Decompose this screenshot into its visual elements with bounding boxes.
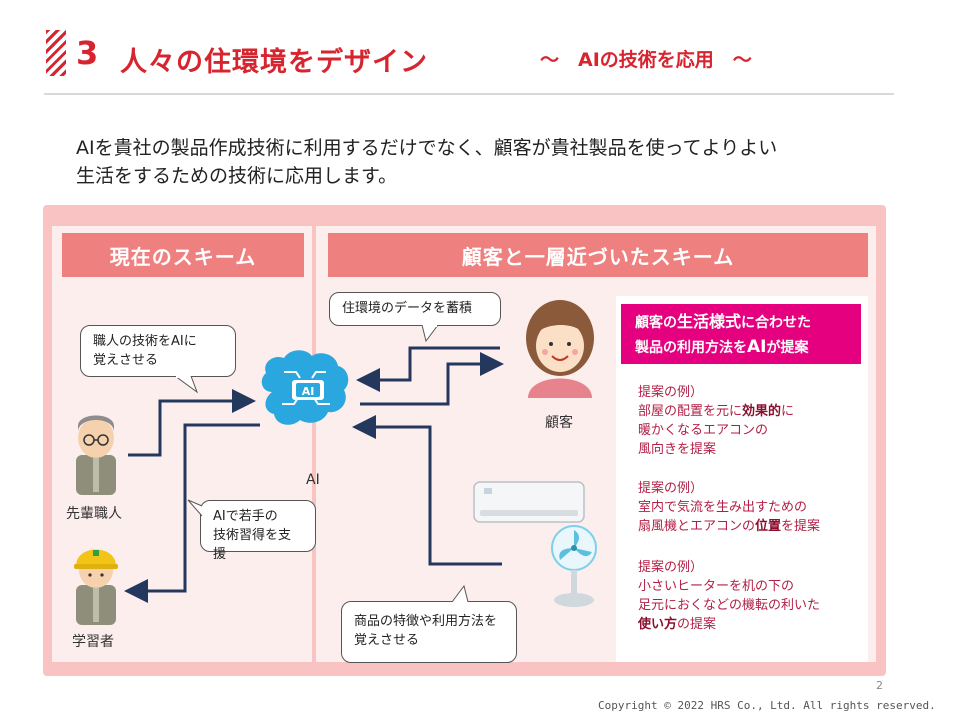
customer-label: 顧客 xyxy=(545,415,573,431)
example-emphasis: 使い方 xyxy=(638,617,678,632)
example-title: 提案の例） xyxy=(638,385,704,400)
arrow-product-to-ai xyxy=(352,415,502,566)
example-text: 暖かくなるエアコンの xyxy=(638,423,769,438)
intro-line-1: AIを貴社の製品作成技術に利用するだけでなく、顧客が貴社製品を使ってよりよい xyxy=(76,137,778,159)
example-text: 風向きを提案 xyxy=(638,442,717,457)
bubble-support-learner: AIで若手の 技術習得を支援 xyxy=(200,500,316,562)
electric-fan-icon xyxy=(551,525,597,607)
heading-text: が提案 xyxy=(766,340,809,356)
flow-arrows xyxy=(124,346,504,603)
learner-label: 学習者 xyxy=(72,634,114,650)
example-text: 扇風機とエアコンの xyxy=(638,519,756,534)
arrow-senior-to-ai xyxy=(128,389,256,457)
title-stripes-decoration xyxy=(46,30,66,76)
bubble-data-tail xyxy=(422,325,439,343)
example-emphasis: 効果的 xyxy=(742,404,782,419)
heading-text: 顧客の xyxy=(635,315,677,331)
arrow-customer-to-ai xyxy=(356,346,500,392)
heading-emphasis: 生活様式 xyxy=(677,312,742,331)
section-number: 3 xyxy=(76,34,99,72)
bubble-product-tail xyxy=(451,584,469,603)
page-number: 2 xyxy=(876,679,883,692)
intro-line-2: 生活をするための技術に応用します。 xyxy=(76,165,398,187)
copyright-notice: Copyright © 2022 HRS Co., Ltd. All right… xyxy=(598,699,936,712)
example-text: の提案 xyxy=(677,617,717,632)
bubble-product-line-2: 覚えさせる xyxy=(354,633,420,648)
example-text: を提案 xyxy=(781,519,821,534)
bubble-data-text: 住環境のデータを蓄積 xyxy=(342,301,473,316)
air-conditioner-icon xyxy=(473,481,585,523)
bubble-product-learn: 商品の特徴や利用方法を 覚えさせる xyxy=(341,601,517,663)
example-title: 提案の例） xyxy=(638,481,704,496)
ai-chip-text: AI xyxy=(302,385,315,398)
bubble-teach-ai: 職人の技術をAIに 覚えさせる xyxy=(80,325,236,377)
heading-text: 製品の利用方法を xyxy=(635,340,747,356)
page-subtitle: ～ AIの技術を応用 ～ xyxy=(540,49,752,71)
senior-craftsman-icon xyxy=(76,415,116,495)
learner-icon xyxy=(74,549,118,625)
heading-emphasis: AI xyxy=(747,337,767,357)
suggestion-heading: 顧客の生活様式に合わせた 製品の利用方法をAIが提案 xyxy=(621,304,861,364)
ai-label: AI xyxy=(306,472,320,488)
example-text: 小さいヒーターを机の下の xyxy=(638,579,795,594)
arrow-ai-to-customer xyxy=(360,352,504,406)
example-text: 室内で気流を生み出すための xyxy=(638,500,808,515)
title-divider xyxy=(44,93,894,95)
ai-brain-icon xyxy=(261,350,349,425)
example-text: に xyxy=(781,404,795,419)
example-text: 足元におくなどの機転の利いた xyxy=(638,598,821,613)
bubble-data-accumulate: 住環境のデータを蓄積 xyxy=(329,292,501,326)
page-title: 人々の住環境をデザイン xyxy=(120,47,428,78)
suggestion-example-2: 提案の例） 室内で気流を生み出すための 扇風機とエアコンの位置を提案 xyxy=(638,479,864,536)
suggestion-example-1: 提案の例） 部屋の配置を元に効果的に 暖かくなるエアコンの 風向きを提案 xyxy=(638,383,864,459)
bubble-teach-line-2: 覚えさせる xyxy=(93,353,159,368)
example-text: 部屋の配置を元に xyxy=(638,404,743,419)
current-scheme-header: 現在のスキーム xyxy=(62,233,304,277)
suggestion-example-3: 提案の例） 小さいヒーターを机の下の 足元におくなどの機転の利いた 使い方の提案 xyxy=(638,558,864,634)
bubble-teach-line-1: 職人の技術をAIに xyxy=(93,334,197,349)
bubble-product-line-1: 商品の特徴や利用方法を xyxy=(354,614,498,629)
intro-paragraph: AIを貴社の製品作成技術に利用するだけでなく、顧客が貴社製品を使ってよりよい 生… xyxy=(76,134,896,190)
example-emphasis: 位置 xyxy=(755,519,782,534)
heading-text: に合わせた xyxy=(741,315,812,331)
arrow-ai-to-learner xyxy=(124,423,260,603)
example-title: 提案の例） xyxy=(638,560,704,575)
senior-label: 先輩職人 xyxy=(66,506,122,522)
customer-icon xyxy=(526,300,594,398)
bubble-support-tail xyxy=(187,499,203,517)
new-scheme-header: 顧客と一層近づいたスキーム xyxy=(328,233,868,277)
bubble-support-line-2: 技術習得を支援 xyxy=(213,528,292,562)
bubble-support-line-1: AIで若手の xyxy=(213,509,278,524)
bubble-teach-tail xyxy=(175,376,199,394)
